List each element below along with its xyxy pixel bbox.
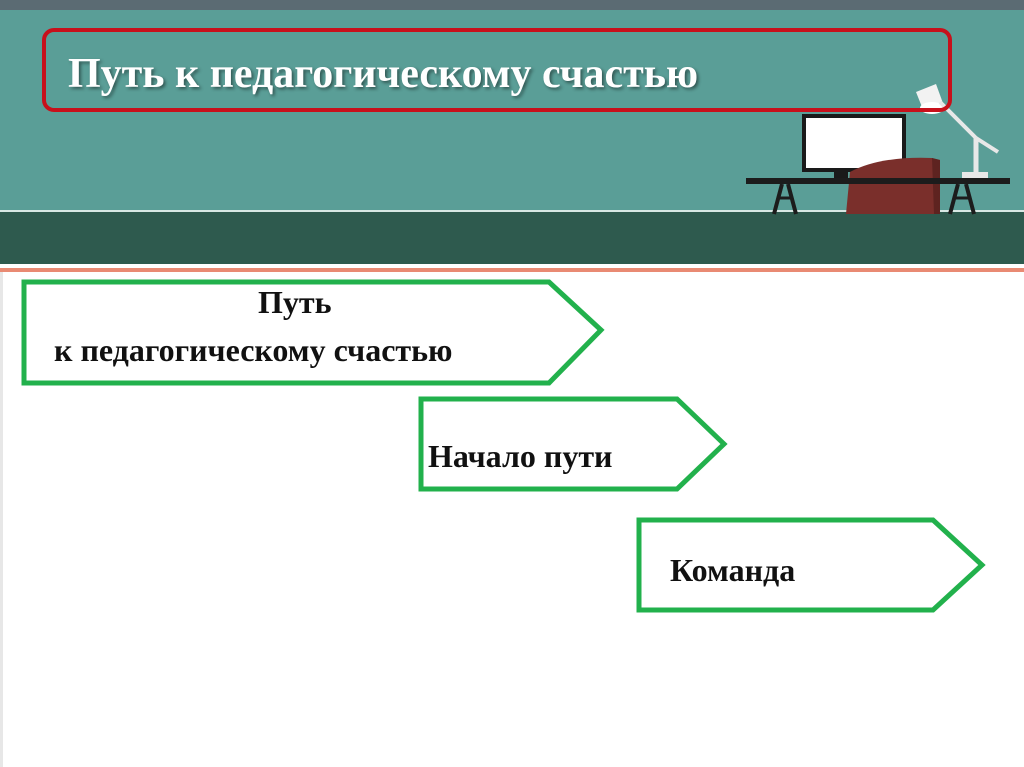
desk-icon: [746, 84, 1010, 215]
chair-icon: [846, 157, 940, 214]
step-1-label-line-1: Путь: [258, 284, 332, 320]
top-strip: [0, 0, 1024, 10]
step-arrow-1: [21, 279, 605, 386]
step-2-label: Начало пути: [428, 438, 613, 474]
accent-line: [0, 268, 1024, 272]
step-1-label-line-2: к педагогическому счастью: [54, 332, 453, 368]
slide-title: Путь к педагогическому счастью: [68, 51, 699, 97]
step-3-label: Команда: [670, 552, 796, 588]
dark-band: [0, 212, 1024, 264]
title-frame: [42, 28, 952, 112]
slide-left-edge: [0, 272, 3, 767]
step-arrow-3: [636, 517, 986, 613]
header-divider: [0, 210, 1024, 212]
step-arrow-2: [418, 396, 728, 492]
